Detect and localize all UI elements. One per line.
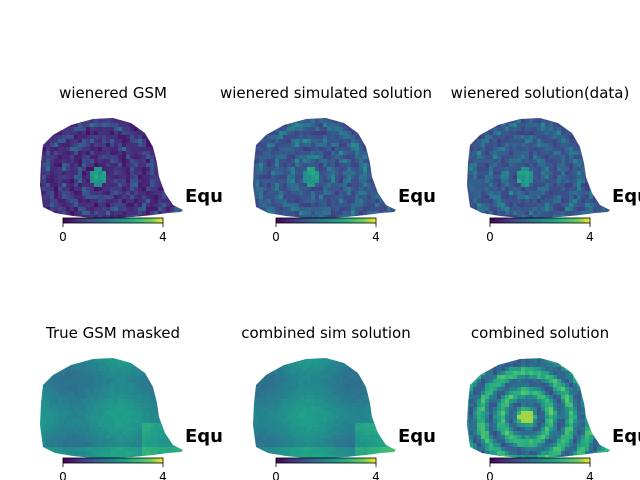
panel-title: combined sim solution <box>241 324 411 342</box>
colorbar <box>275 457 377 464</box>
coord-label: Equ <box>612 186 640 207</box>
colorbar-tick-label: 0 <box>486 230 494 244</box>
colorbar <box>62 457 164 464</box>
sky-map <box>40 358 183 458</box>
panel-title: wienered simulated solution <box>220 84 432 102</box>
colorbar-tick-label: 0 <box>59 230 67 244</box>
colorbar-tick-label: 4 <box>586 230 594 244</box>
sky-map <box>467 358 610 458</box>
colorbar <box>489 457 591 464</box>
colorbar-tick-label: 0 <box>272 470 280 480</box>
colorbar-tick-label: 0 <box>59 470 67 480</box>
colorbar <box>489 217 591 224</box>
colorbar-tick-label: 4 <box>159 230 167 244</box>
coord-label: Equ <box>398 186 436 207</box>
colorbar-tick-label: 0 <box>272 230 280 244</box>
sky-map <box>40 118 183 218</box>
colorbar-tick-label: 4 <box>372 470 380 480</box>
colorbar-tick-label: 0 <box>486 470 494 480</box>
sky-map <box>253 358 396 458</box>
panel-title: combined solution <box>471 324 609 342</box>
coord-label: Equ <box>398 426 436 447</box>
colorbar <box>275 217 377 224</box>
sky-map <box>253 118 396 218</box>
colorbar-tick-label: 4 <box>586 470 594 480</box>
coord-label: Equ <box>612 426 640 447</box>
colorbar <box>62 217 164 224</box>
panel-title: wienered solution(data) <box>451 84 630 102</box>
coord-label: Equ <box>185 186 223 207</box>
panel-title: wienered GSM <box>59 84 167 102</box>
panel-title: True GSM masked <box>45 324 180 342</box>
sky-map <box>467 118 610 218</box>
colorbar-tick-label: 4 <box>372 230 380 244</box>
coord-label: Equ <box>185 426 223 447</box>
colorbar-tick-label: 4 <box>159 470 167 480</box>
